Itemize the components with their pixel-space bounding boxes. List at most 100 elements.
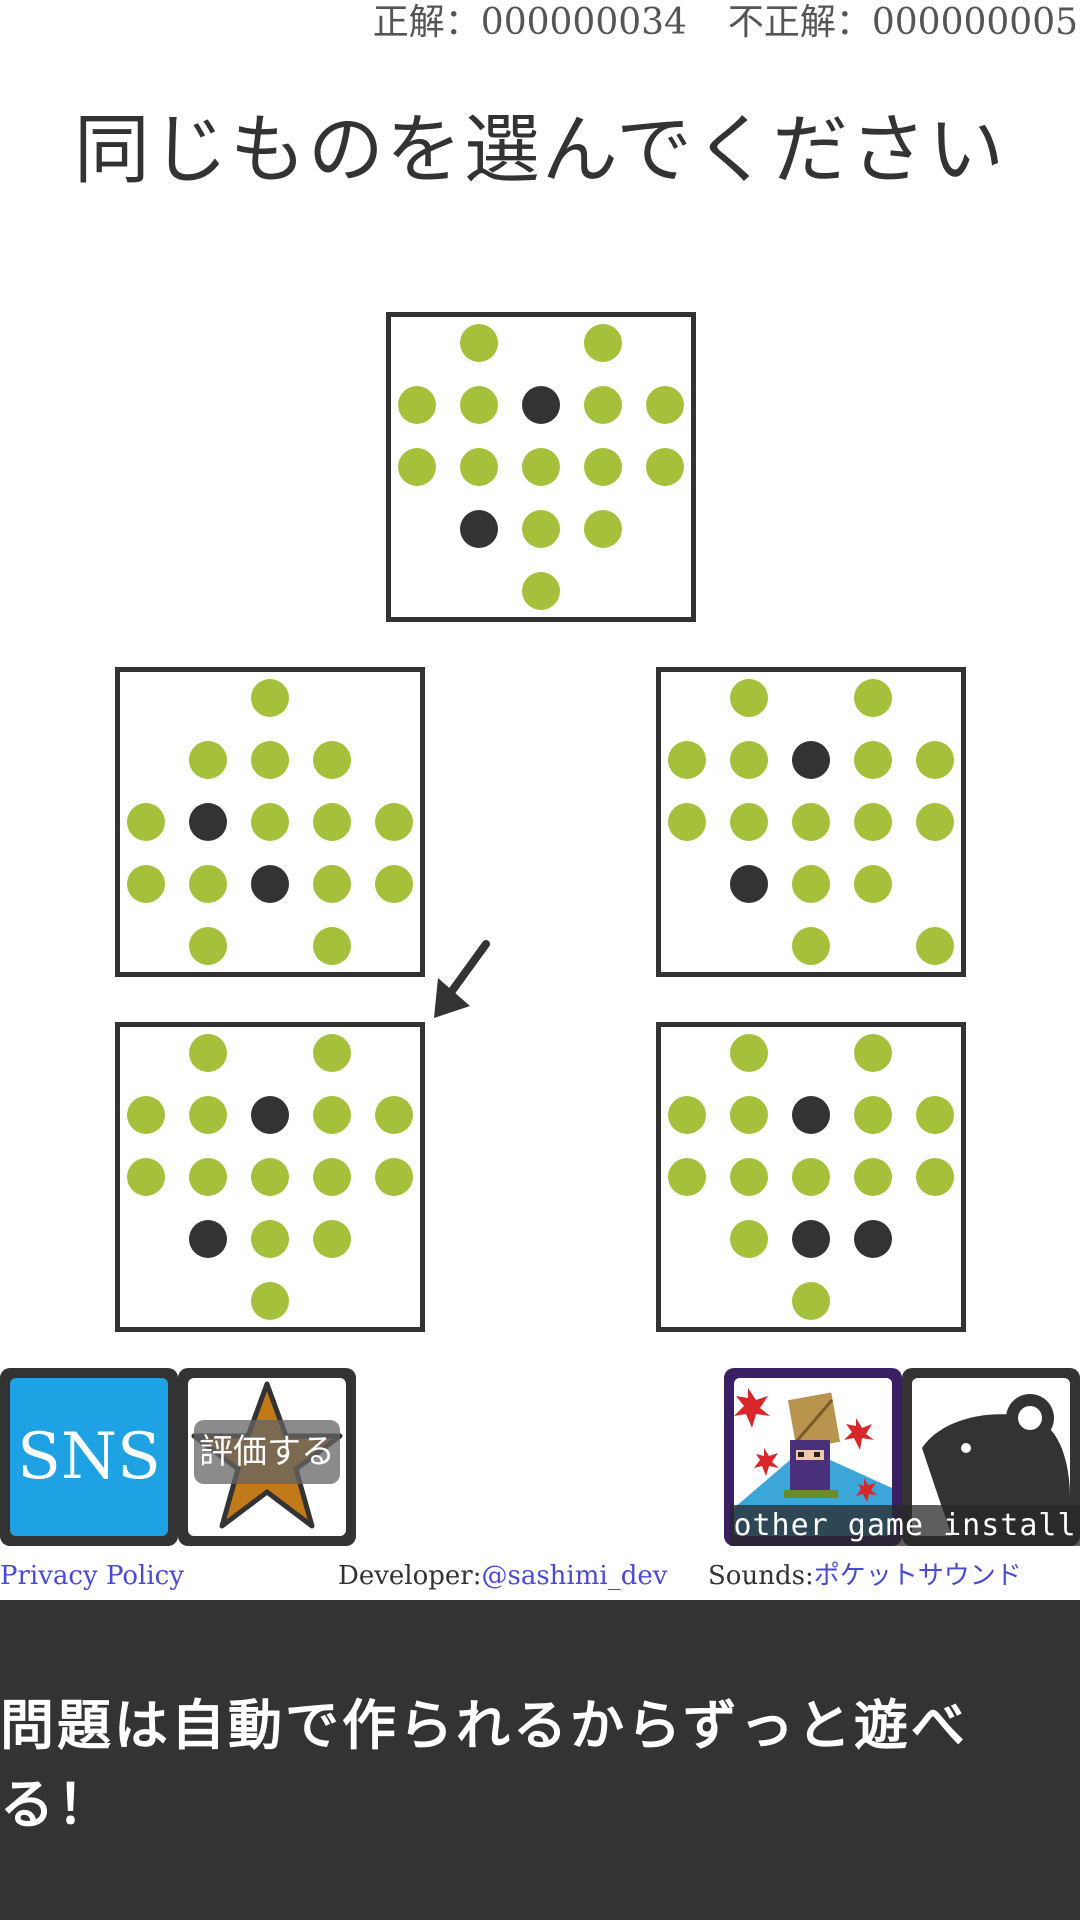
choice-pattern-2[interactable] (656, 667, 966, 977)
green-dot (375, 803, 413, 841)
choice-pattern-3[interactable] (115, 1022, 425, 1332)
dark-dot (792, 1220, 830, 1258)
dot-grid (668, 1034, 954, 1320)
green-dot (854, 1034, 892, 1072)
green-dot (854, 803, 892, 841)
green-dot (522, 510, 560, 548)
green-dot (251, 1220, 289, 1258)
green-dot (522, 572, 560, 610)
dot-grid (127, 679, 413, 965)
green-dot (313, 927, 351, 965)
green-dot (584, 386, 622, 424)
green-dot (313, 1096, 351, 1134)
dark-dot (522, 386, 560, 424)
rate-button[interactable]: 評価する (178, 1368, 356, 1546)
privacy-policy-link[interactable]: Privacy Policy (0, 1561, 184, 1591)
green-dot (792, 865, 830, 903)
green-dot (398, 448, 436, 486)
green-dot (854, 1158, 892, 1196)
sns-label: SNS (17, 1420, 161, 1494)
green-dot (730, 741, 768, 779)
green-dot (127, 1096, 165, 1134)
green-dot (916, 803, 954, 841)
green-dot (668, 741, 706, 779)
wrong-count: 000000005 (871, 2, 1078, 43)
green-dot (730, 1096, 768, 1134)
dark-dot (460, 510, 498, 548)
target-pattern (386, 312, 696, 622)
green-dot (460, 324, 498, 362)
dark-dot (251, 1096, 289, 1134)
green-dot (584, 448, 622, 486)
green-dot (668, 1158, 706, 1196)
green-dot (313, 1220, 351, 1258)
dark-dot (730, 865, 768, 903)
green-dot (313, 865, 351, 903)
green-dot (189, 1034, 227, 1072)
green-dot (916, 927, 954, 965)
green-dot (854, 1096, 892, 1134)
green-dot (251, 741, 289, 779)
sounds-credit: Sounds:ポケットサウンド (708, 1556, 1022, 1596)
developer-label: Developer: (338, 1561, 482, 1591)
sns-button[interactable]: SNS (0, 1368, 178, 1546)
green-dot (668, 1096, 706, 1134)
green-dot (251, 1282, 289, 1320)
wrong-label: 不正解： (727, 2, 872, 43)
sounds-link[interactable]: ポケットサウンド (813, 1561, 1022, 1591)
developer-link[interactable]: @sashimi_dev (481, 1561, 668, 1591)
green-dot (375, 1096, 413, 1134)
green-dot (646, 448, 684, 486)
instruction-title: 同じものを選んでください (73, 105, 1007, 194)
choice-pattern-1[interactable] (115, 667, 425, 977)
dark-dot (189, 803, 227, 841)
correct-count: 000000034 (480, 2, 687, 43)
other-game-install-label[interactable]: other game install (730, 1505, 1080, 1546)
green-dot (127, 1158, 165, 1196)
green-dot (189, 1158, 227, 1196)
green-dot (189, 865, 227, 903)
dot-grid (668, 679, 954, 965)
green-dot (854, 679, 892, 717)
green-dot (460, 386, 498, 424)
green-dot (251, 803, 289, 841)
green-dot (916, 741, 954, 779)
green-dot (730, 803, 768, 841)
developer-credit: Developer:@sashimi_dev (338, 1556, 667, 1596)
green-dot (646, 386, 684, 424)
dark-dot (189, 1220, 227, 1258)
green-dot (584, 324, 622, 362)
green-dot (916, 1096, 954, 1134)
dark-dot (854, 1220, 892, 1258)
green-dot (916, 1158, 954, 1196)
green-dot (792, 927, 830, 965)
green-dot (730, 1034, 768, 1072)
green-dot (522, 448, 560, 486)
green-dot (792, 1282, 830, 1320)
dot-grid (127, 1034, 413, 1320)
green-dot (730, 679, 768, 717)
green-dot (127, 865, 165, 903)
green-dot (251, 1158, 289, 1196)
rate-label: 評価する (194, 1420, 340, 1484)
green-dot (792, 803, 830, 841)
green-dot (668, 803, 706, 841)
correct-label: 正解： (372, 2, 481, 43)
green-dot (189, 927, 227, 965)
green-dot (375, 1158, 413, 1196)
dot-grid (398, 324, 684, 610)
green-dot (460, 448, 498, 486)
promo-banner: 問題は自動で作られるからずっと遊べる！ (0, 1600, 1080, 1920)
green-dot (730, 1220, 768, 1258)
score-display: 正解：000000034 不正解：000000005 (373, 0, 1080, 46)
dark-dot (792, 1096, 830, 1134)
sounds-label: Sounds: (708, 1561, 814, 1591)
green-dot (313, 803, 351, 841)
choice-pattern-4[interactable] (656, 1022, 966, 1332)
green-dot (189, 741, 227, 779)
green-dot (730, 1158, 768, 1196)
green-dot (313, 1158, 351, 1196)
promo-banner-text: 問題は自動で作られるからずっと遊べる！ (0, 1694, 968, 1836)
green-dot (584, 510, 622, 548)
green-dot (313, 741, 351, 779)
